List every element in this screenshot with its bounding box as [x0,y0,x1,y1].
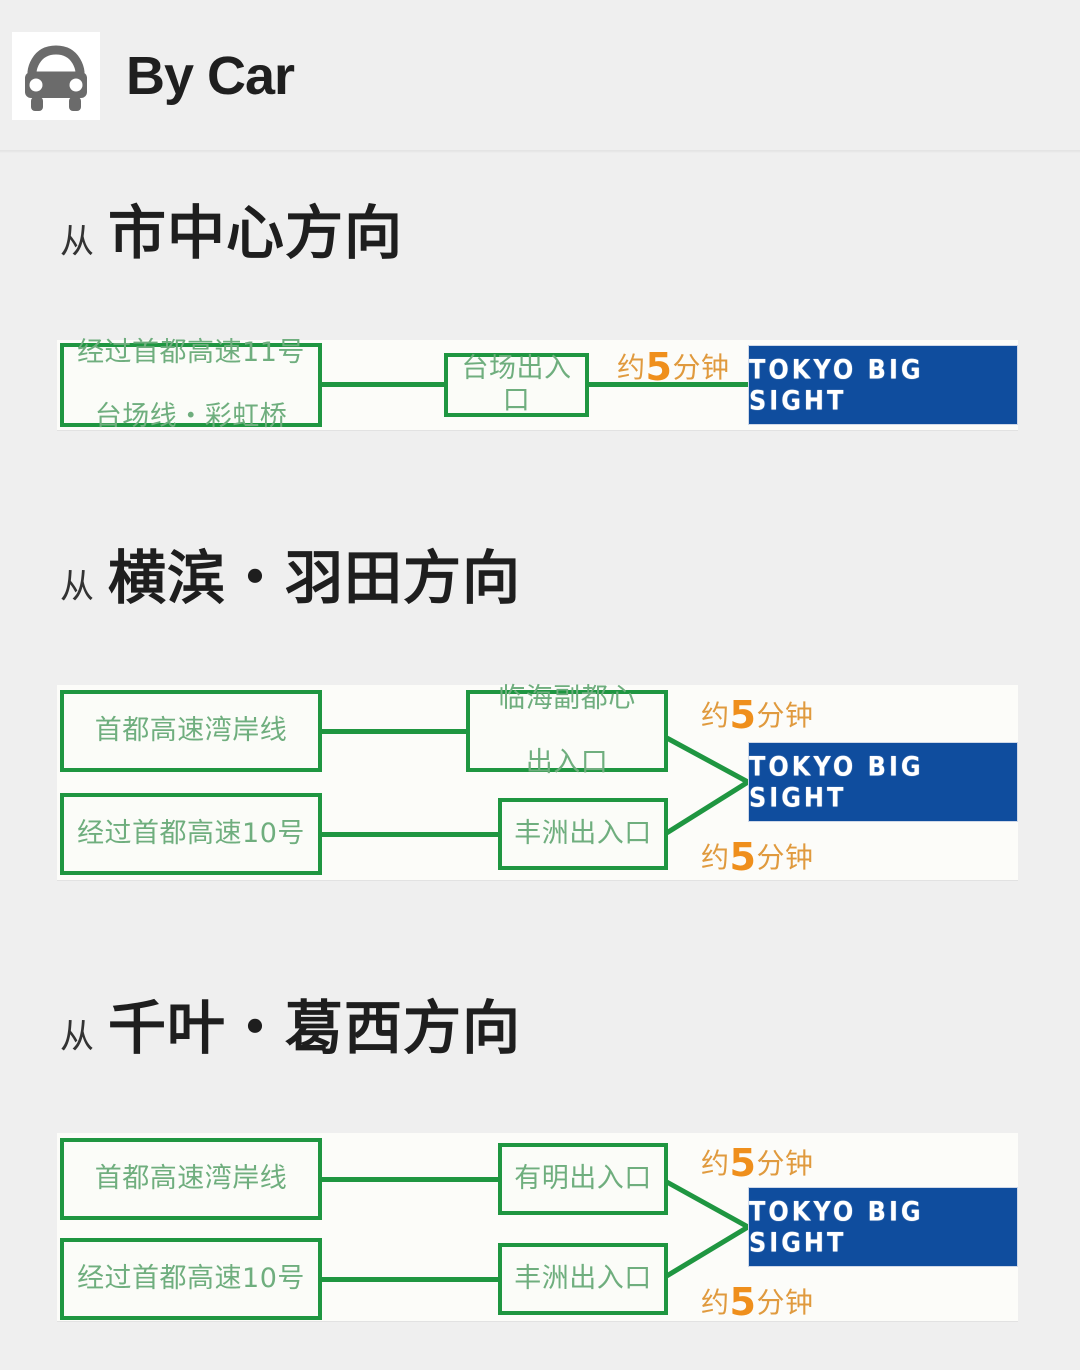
section-from-prefix: 从 [60,223,94,261]
destination-banner: TOKYO BIG SIGHT [748,742,1018,822]
exit-line-1: 丰洲出入口 [514,818,652,850]
duration-prefix: 约 [617,351,646,384]
header-divider [0,150,1080,153]
route-origin-node: 首都高速湾岸线 [60,1138,322,1220]
connector-origin-to-exit [322,729,468,734]
section-from-prefix: 从 [60,568,94,606]
duration-value: 5 [729,1141,757,1185]
origin-line-1: 经过首都高速10号 [77,1263,305,1295]
route-diagram-3: 首都高速湾岸线 有明出入口 约5分钟 经过首都高速10号 丰洲出入口 约5分钟 … [57,1133,1018,1324]
duration-suffix: 分钟 [756,699,814,732]
exit-line-1: 有明出入口 [514,1163,652,1195]
route-exit-node: 丰洲出入口 [498,798,668,870]
route-diagram-1: 经过首都高速11号 台场线・彩虹桥 台场出入口 约5分钟 TOKYO BIG S… [57,337,1018,432]
duration-label: 约5分钟 [701,693,813,737]
duration-prefix: 约 [701,841,730,874]
section-heading-2: 从横滨・羽田方向 [60,550,521,608]
exit-line-1: 临海副都心 [498,683,636,715]
section-heading-1: 从市中心方向 [60,205,403,263]
duration-value: 5 [729,1280,757,1324]
connector-origin-to-exit [322,832,500,837]
exit-line-1: 丰洲出入口 [514,1263,652,1295]
destination-label: TOKYO BIG SIGHT [749,353,924,417]
route-origin-node: 首都高速湾岸线 [60,690,322,772]
duration-prefix: 约 [701,699,730,732]
section-title: 千叶・葛西方向 [108,996,522,1061]
duration-label: 约5分钟 [701,1280,813,1324]
page-title: By Car [126,46,295,106]
route-origin-node: 经过首都高速11号 台场线・彩虹桥 [60,337,322,432]
section-title: 市中心方向 [108,201,404,266]
origin-line-1: 首都高速湾岸线 [94,715,288,747]
route-diagram-2: 首都高速湾岸线 临海副都心 出入口 约5分钟 经过首都高速10号 丰洲出入口 约… [57,683,1018,880]
duration-suffix: 分钟 [756,1147,814,1180]
connector-origin-to-exit [322,1177,500,1182]
duration-label: 约5分钟 [617,345,729,389]
origin-line-1: 首都高速湾岸线 [94,1163,288,1195]
duration-value: 5 [729,693,757,737]
exit-line-1: 台场出入口 [461,353,572,416]
duration-label: 约5分钟 [701,1141,813,1185]
duration-prefix: 约 [701,1147,730,1180]
section-from-prefix: 从 [60,1018,94,1056]
duration-prefix: 约 [701,1286,730,1319]
connector-origin-to-exit [322,1277,500,1282]
route-exit-node: 有明出入口 [498,1143,668,1215]
origin-line-2: 台场线・彩虹桥 [94,400,288,432]
section-title: 横滨・羽田方向 [108,546,522,611]
destination-label: TOKYO BIG SIGHT [749,1195,924,1259]
exit-line-2: 出入口 [525,746,609,778]
route-origin-node: 经过首都高速10号 [60,1238,322,1320]
duration-suffix: 分钟 [756,841,814,874]
page-header: By Car [0,0,1080,152]
route-exit-node: 台场出入口 [444,353,589,417]
origin-line-1: 经过首都高速10号 [77,818,305,850]
duration-suffix: 分钟 [672,351,730,384]
origin-line-1: 经过首都高速11号 [77,337,305,369]
duration-suffix: 分钟 [756,1286,814,1319]
connector-exit-to-destination [589,382,750,387]
route-exit-node: 临海副都心 出入口 [466,683,668,778]
destination-banner: TOKYO BIG SIGHT [748,345,1018,425]
section-heading-3: 从千叶・葛西方向 [60,1000,521,1058]
duration-label: 约5分钟 [701,835,813,879]
duration-value: 5 [729,835,757,879]
destination-label: TOKYO BIG SIGHT [749,750,924,814]
connector-origin-to-exit [322,382,446,387]
duration-value: 5 [645,345,673,389]
route-origin-node: 经过首都高速10号 [60,793,322,875]
destination-banner: TOKYO BIG SIGHT [748,1187,1018,1267]
route-exit-node: 丰洲出入口 [498,1243,668,1315]
car-icon [12,32,100,120]
